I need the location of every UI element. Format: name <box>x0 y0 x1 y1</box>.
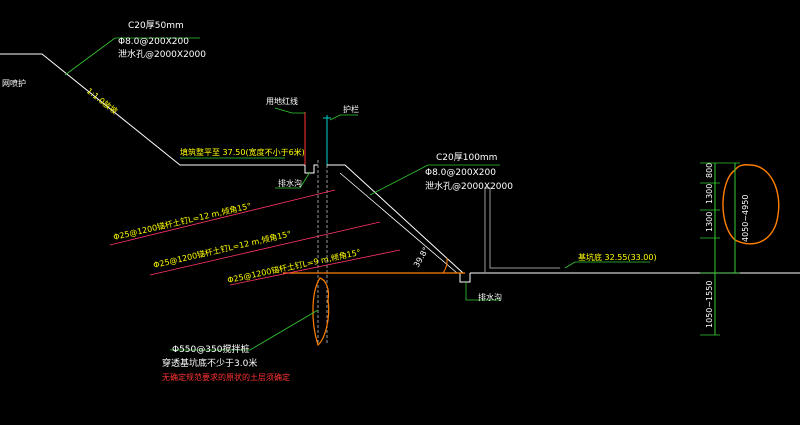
anchor-line-1 <box>109 189 336 246</box>
leader-mid-spec <box>369 164 500 196</box>
ground-profile-line <box>0 53 305 166</box>
red-line-label: 用地红线 <box>266 96 298 106</box>
pit-elev-label: 基坑底 32.55(33.00) <box>578 252 657 262</box>
backfill-elev-label: 填筑整平至 37.50(宽度不小于6米) <box>180 147 305 157</box>
leader-pile-spec <box>170 309 319 351</box>
slope-ratio-label: 1:1.0放坡 <box>85 86 120 116</box>
mid-spec-3: 泄水孔@2000X2000 <box>425 180 513 192</box>
bottom-drain-shape <box>459 273 471 283</box>
top-drain-shape <box>304 164 318 174</box>
upper-spec-1: C20厚50mm <box>128 20 184 31</box>
anchor-label-1: Φ25@1200锚杆土钉L=12 m,倾角15° <box>112 200 252 242</box>
excavation-slope-inner <box>339 172 458 274</box>
drain-bottom-label: 排水沟 <box>478 292 502 302</box>
leader-guardrail <box>329 114 358 121</box>
dimension-cloud <box>722 164 780 245</box>
drain-top-label: 排水沟 <box>278 178 302 188</box>
angle-arc <box>442 257 448 274</box>
anchor-label-2: Φ25@1200锚杆土钉L=12 m,倾角15° <box>152 228 292 270</box>
leader-drain-top <box>275 171 311 189</box>
pile-spec-2: 穿透基坑底不少于3.0米 <box>162 357 257 369</box>
pit-wall <box>484 187 560 273</box>
leader-pit-elev <box>564 261 650 269</box>
dim-4050: 4050~4950 <box>741 195 750 242</box>
dim-1300b: 1300 <box>705 212 714 232</box>
leader-upper-spec <box>64 37 200 76</box>
mid-spec-2: Φ8.0@200X200 <box>425 168 496 178</box>
pile-note: 无确定规范要求的原状的土层须确定 <box>162 372 290 382</box>
pile-cloud <box>312 277 330 347</box>
leader-red-line <box>274 107 305 114</box>
angle-label: 39.8° <box>412 246 431 269</box>
guardrail-label: 护栏 <box>343 104 359 114</box>
left-edge-label: 网喷护 <box>2 78 26 88</box>
pile-spec-1: Φ550@350搅拌桩 <box>172 343 249 355</box>
excavation-slope <box>327 164 464 274</box>
upper-spec-3: 泄水孔@2000X2000 <box>118 48 206 60</box>
upper-spec-2: Φ8.0@200X200 <box>118 37 189 47</box>
dim-1300a: 1300 <box>705 184 714 204</box>
dim-1050: 1050~1550 <box>705 281 714 328</box>
mid-spec-1: C20厚100mm <box>436 152 497 163</box>
anchor-line-2 <box>149 221 381 276</box>
dim-800: 800 <box>705 163 714 178</box>
leader-drain-bottom <box>465 282 500 301</box>
anchor-line-3 <box>229 249 401 286</box>
